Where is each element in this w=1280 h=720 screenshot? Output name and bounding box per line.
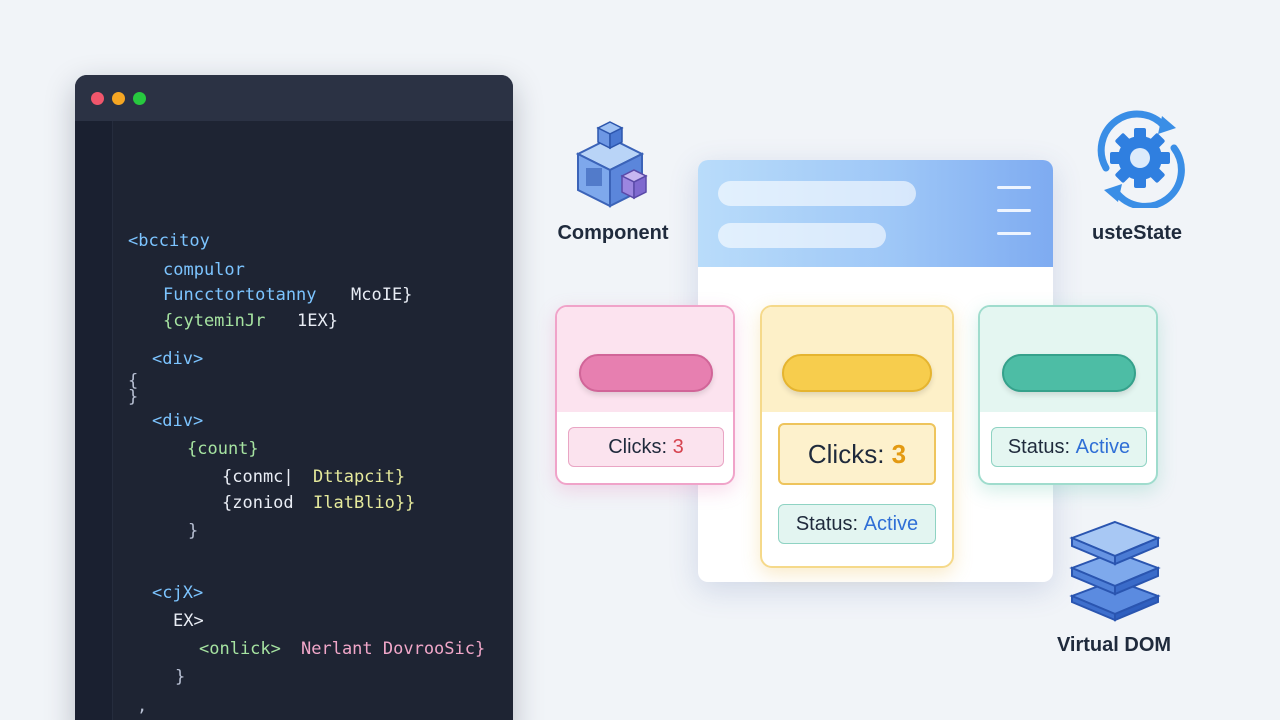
code-line: {cyteminJr	[163, 311, 266, 331]
status-value: Active	[1075, 435, 1131, 458]
code-line: EX>	[173, 611, 204, 631]
clicks-value: 3	[672, 435, 684, 458]
status-text: Status:	[795, 512, 859, 535]
status-card-teal: Status: Active	[978, 305, 1158, 485]
editor-titlebar	[75, 75, 513, 121]
toggle-button-teal[interactable]	[1002, 354, 1136, 392]
code-line: }	[188, 521, 199, 541]
increment-button-yellow[interactable]	[782, 354, 932, 392]
app-header	[698, 160, 1053, 267]
gear-refresh-icon	[1097, 110, 1185, 208]
component-label: Component	[557, 222, 669, 244]
code-line: <onlick>	[199, 639, 281, 659]
code-line: compulor	[163, 260, 245, 280]
increment-button-pink[interactable]	[579, 354, 713, 392]
code-line: }	[175, 667, 186, 687]
menu-icon[interactable]	[997, 186, 1031, 235]
close-window-button[interactable]	[91, 91, 104, 105]
use-state-label: usteState	[1091, 222, 1183, 244]
code-line: Funcctortotanny	[163, 285, 317, 305]
maximize-window-button[interactable]	[133, 91, 146, 105]
code-line: <cjX>	[152, 583, 204, 603]
code-line: McoΙΕ}	[351, 285, 413, 305]
virtual-dom-label: Virtual DOM	[1056, 634, 1172, 656]
line-number-gutter	[75, 121, 113, 720]
clicks-counter-pink: Clicks: 3	[568, 427, 724, 467]
code-line: {conmc|	[222, 467, 294, 487]
clicks-value: 3	[891, 438, 907, 469]
code-line: }	[128, 387, 139, 407]
code-line: {	[128, 371, 139, 391]
code-line: Nerlant DovrooSic}	[301, 639, 486, 659]
status-badge-teal: Status: Active	[991, 427, 1147, 467]
status-value: Active	[863, 512, 919, 535]
header-placeholder-bar	[718, 223, 886, 248]
code-line: 1EX}	[297, 311, 338, 331]
clicks-text: Clicks:	[807, 438, 885, 469]
component-cube-icon	[575, 121, 648, 208]
header-placeholder-bar	[718, 181, 916, 206]
status-text: Status:	[1007, 435, 1071, 458]
code-line: {zoniod	[222, 493, 294, 513]
status-badge-yellow: Status: Active	[778, 504, 936, 544]
code-line: <div>	[152, 349, 204, 369]
clicks-text: Clicks:	[608, 435, 668, 458]
code-line: Dttapcit}	[313, 467, 406, 487]
code-area[interactable]: <bccitoy compulor Funcctortotanny McoΙΕ}…	[75, 121, 513, 720]
code-editor-window: <bccitoy compulor Funcctortotanny McoΙΕ}…	[75, 75, 513, 720]
code-line: {count}	[187, 439, 259, 459]
code-line: ,	[137, 696, 148, 716]
minimize-window-button[interactable]	[112, 91, 125, 105]
clicks-counter-yellow: Clicks: 3	[778, 423, 936, 485]
code-line: <div>	[152, 411, 204, 431]
layers-icon	[1069, 520, 1161, 622]
clicks-card-yellow: Clicks: 3 Status: Active	[760, 305, 954, 568]
code-line: <bccitoy	[128, 231, 210, 251]
clicks-card-pink: Clicks: 3	[555, 305, 735, 485]
code-line: IlatBlio}}	[313, 493, 416, 513]
